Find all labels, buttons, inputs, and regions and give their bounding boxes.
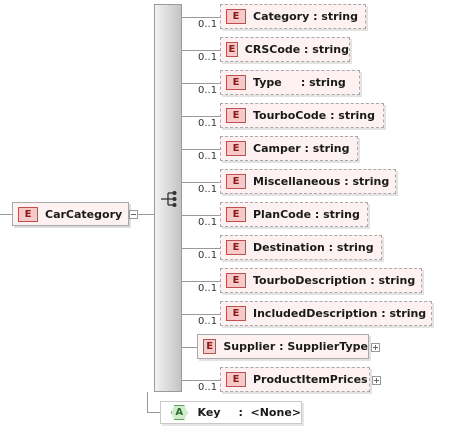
cardinality-label: 0..1 <box>198 217 218 228</box>
connector-line <box>182 248 220 249</box>
connector-line <box>182 281 220 282</box>
child-element[interactable]: E TourboCode : string <box>220 103 384 128</box>
child-element[interactable]: E TourboDescription : string <box>220 268 422 293</box>
expand-icon[interactable] <box>372 376 381 385</box>
element-badge: E <box>226 108 246 123</box>
element-badge: E <box>226 207 246 222</box>
child-element[interactable]: E Category : string <box>220 4 366 29</box>
root-element-label: CarCategory <box>45 207 123 221</box>
key-constraint[interactable]: A Key : <None> <box>160 401 302 424</box>
child-element-label: Type : string <box>253 76 346 89</box>
collapse-icon[interactable] <box>129 210 138 219</box>
connector-line <box>182 149 220 150</box>
root-element-carcategory[interactable]: E CarCategory <box>12 202 129 226</box>
cardinality-label: 0..1 <box>198 85 218 96</box>
child-element-label: TourboCode : string <box>253 109 376 122</box>
attribute-badge: A <box>171 405 188 420</box>
cardinality-label: 0..1 <box>198 382 218 393</box>
element-badge: E <box>226 9 246 24</box>
connector-line <box>182 116 220 117</box>
child-element[interactable]: E PlanCode : string <box>220 202 368 227</box>
connector-line <box>182 83 220 84</box>
element-badge: E <box>226 141 246 156</box>
child-element-label: ProductItemPrices <box>253 373 368 386</box>
cardinality-label: 0..1 <box>198 151 218 162</box>
key-value: : <None> <box>238 406 301 419</box>
child-element[interactable]: E Miscellaneous : string <box>220 169 396 194</box>
child-element-label: Camper : string <box>253 142 350 155</box>
connector-line <box>182 17 220 18</box>
connector-line <box>182 314 220 315</box>
cardinality-label: 0..1 <box>198 316 218 327</box>
connector-line <box>147 392 148 412</box>
child-element-label: IncludedDescription : string <box>253 307 427 320</box>
connector-line <box>147 412 160 413</box>
child-element-label: PlanCode : string <box>253 208 360 221</box>
child-element-label: Supplier : SupplierType <box>223 340 368 353</box>
element-badge: E <box>226 174 246 189</box>
key-label: Key <box>197 406 221 419</box>
cardinality-label: 0..1 <box>198 118 218 129</box>
connector-line <box>0 214 12 215</box>
child-element[interactable]: E CRSCode : string <box>220 37 350 62</box>
child-element-label: Miscellaneous : string <box>253 175 390 188</box>
element-badge: E <box>226 273 246 288</box>
expand-icon[interactable] <box>371 343 380 352</box>
element-badge: E <box>18 206 38 222</box>
connector-line <box>182 50 220 51</box>
child-element-label: Category : string <box>253 10 359 23</box>
cardinality-label: 0..1 <box>198 250 218 261</box>
child-element[interactable]: E Destination : string <box>220 235 382 260</box>
cardinality-label: 0..1 <box>198 52 218 63</box>
child-element-label: Destination : string <box>253 241 374 254</box>
element-badge: E <box>226 42 238 57</box>
connector-line <box>182 215 220 216</box>
cardinality-label: 0..1 <box>198 184 218 195</box>
child-element-label: TourboDescription : string <box>253 274 416 287</box>
cardinality-label: 0..1 <box>198 19 218 30</box>
child-element[interactable]: E Type : string <box>220 70 360 95</box>
child-element-label: CRSCode : string <box>244 43 349 56</box>
element-badge: E <box>226 306 246 321</box>
element-badge: E <box>226 75 246 90</box>
child-element[interactable]: E IncludedDescription : string <box>220 301 432 326</box>
cardinality-label: 0..1 <box>198 283 218 294</box>
child-element[interactable]: E ProductItemPrices <box>220 367 370 392</box>
child-element[interactable]: E Supplier : SupplierType <box>197 334 369 359</box>
element-badge: E <box>226 240 246 255</box>
sequence-compositor-icon <box>161 191 177 207</box>
child-element[interactable]: E Camper : string <box>220 136 358 161</box>
connector-line <box>138 214 154 215</box>
element-badge: E <box>203 339 217 354</box>
element-badge: E <box>226 372 246 387</box>
connector-line <box>182 182 220 183</box>
connector-line <box>182 347 197 348</box>
connector-line <box>182 380 220 381</box>
